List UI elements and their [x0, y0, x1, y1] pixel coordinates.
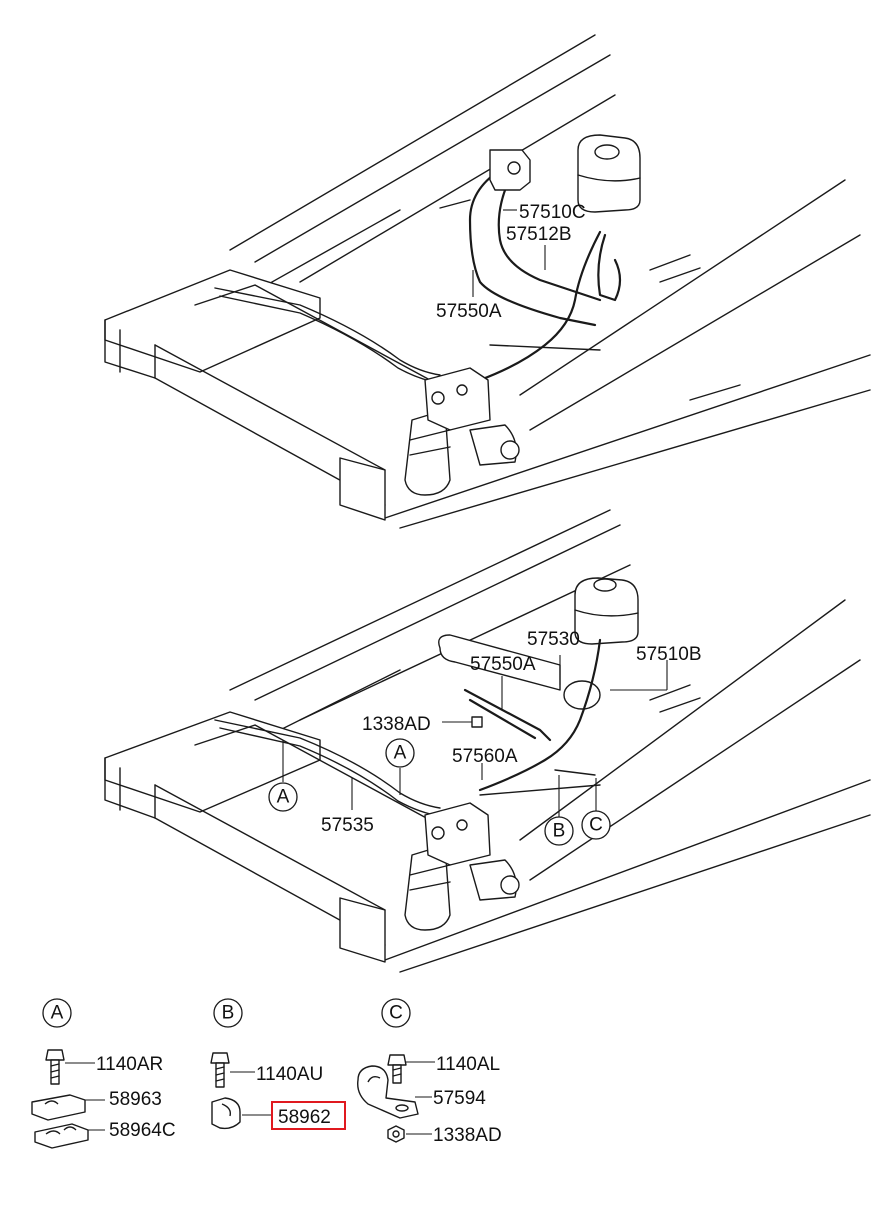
detail-b-callout-text: B [222, 1003, 235, 1024]
highlight-box-58962 [271, 1101, 346, 1130]
label-lower-57510b: 57510B [636, 644, 702, 665]
callout-circle-a [268, 782, 298, 812]
lower-hoses [214, 634, 602, 817]
detail-b-clamp-icon [211, 1097, 241, 1130]
label-upper-57512b: 57512B [506, 224, 572, 245]
callout-a2-text: A [394, 743, 407, 764]
detail-c-callout-text: C [389, 1003, 403, 1024]
callout-circle-c [581, 810, 611, 840]
upper-reservoir [577, 134, 641, 213]
callout-circle-b [544, 816, 574, 846]
detail-a-callout-text: A [51, 1003, 64, 1024]
lower-assembly-view: 57530 57510B 57550A 1338AD 57560A 57535 … [104, 509, 871, 973]
label-lower-57535: 57535 [321, 815, 374, 836]
detail-c-bracket-label: 57594 [433, 1088, 486, 1109]
label-lower-1338ad: 1338AD [362, 714, 431, 735]
upper-hoses [214, 149, 622, 384]
detail-a: A 1140AR 58963 58964C [31, 998, 176, 1149]
callout-circle-a-2 [385, 738, 415, 768]
upper-assembly-view: 57510C 57512B 57550A [104, 34, 871, 529]
callout-a-text: A [277, 787, 290, 808]
detail-b-circle [213, 998, 243, 1028]
lower-frame [104, 509, 871, 973]
detail-b-bolt-label: 1140AU [256, 1064, 323, 1085]
label-lower-57550a: 57550A [470, 654, 536, 675]
detail-c-circle [381, 998, 411, 1028]
upper-steering-gear [404, 367, 520, 496]
detail-c-bolt-icon [387, 1054, 407, 1084]
detail-a-bolt-icon [45, 1049, 65, 1085]
detail-c-bracket-icon [357, 1065, 419, 1119]
lower-steering-gear [404, 802, 520, 931]
detail-a-clamp-lower-icon [34, 1123, 89, 1149]
label-lower-57560a: 57560A [452, 746, 518, 767]
upper-frame [104, 34, 871, 529]
detail-a-clamp-upper-icon [31, 1094, 86, 1121]
detail-b-clamp-label: 58962 [278, 1107, 331, 1128]
detail-a-bolt-label: 1140AR [96, 1054, 163, 1075]
detail-b-bolt-icon [210, 1052, 230, 1088]
lower-reservoir [574, 577, 639, 645]
label-upper-57510c: 57510C [519, 202, 586, 223]
callout-c-text: C [589, 815, 603, 836]
detail-a-circle [42, 998, 72, 1028]
label-upper-57550a: 57550A [436, 301, 502, 322]
detail-a-clamp-upper-label: 58963 [109, 1089, 162, 1110]
detail-a-clamp-lower-label: 58964C [109, 1120, 176, 1141]
callout-b-text: B [553, 821, 566, 842]
detail-c: C 1140AL 57594 1338AD [357, 998, 502, 1146]
detail-c-bolt-label: 1140AL [436, 1054, 500, 1075]
detail-b: B 1140AU 58962 [210, 998, 346, 1130]
detail-c-nut-label: 1338AD [433, 1125, 502, 1146]
label-lower-57530: 57530 [527, 629, 580, 650]
